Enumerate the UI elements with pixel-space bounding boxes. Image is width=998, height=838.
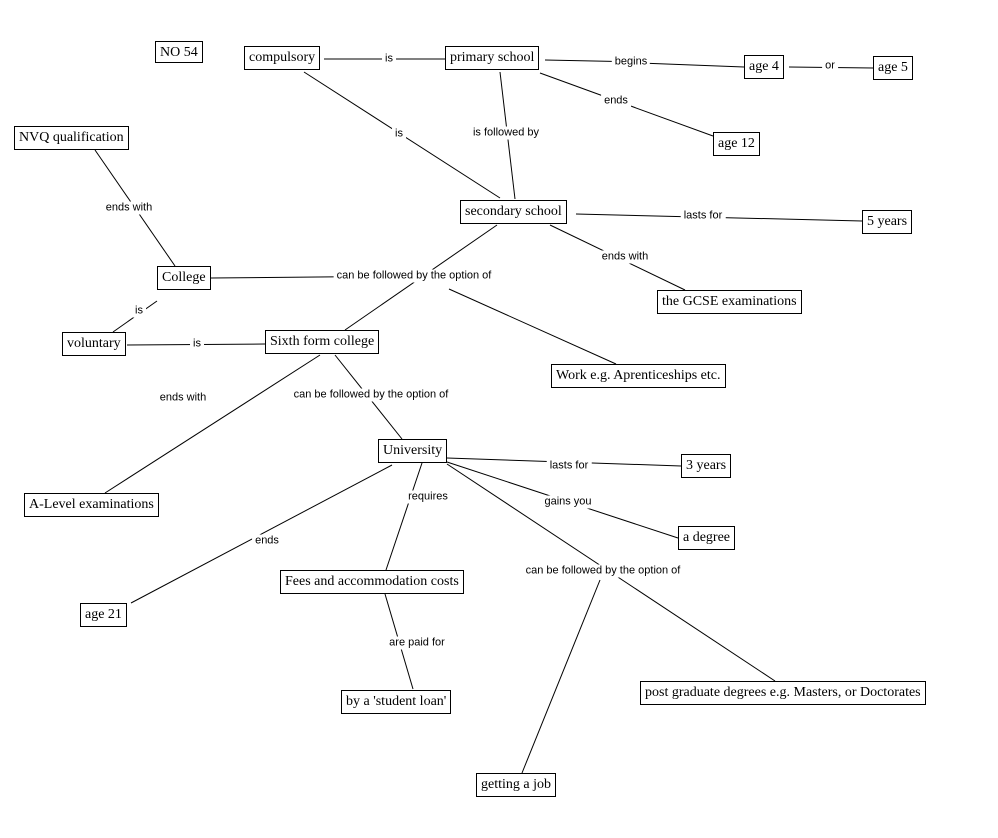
node-student-loan[interactable]: by a 'student loan' xyxy=(341,690,452,714)
node-5-years[interactable]: 5 years xyxy=(862,210,913,234)
node-gcse[interactable]: the GCSE examinations xyxy=(657,290,802,314)
link-label[interactable]: ends xyxy=(252,534,282,548)
link-label[interactable]: is xyxy=(132,304,146,318)
connector-line xyxy=(521,579,601,774)
connector-line xyxy=(104,354,321,494)
link-label[interactable]: requires xyxy=(405,490,451,504)
node-a-level[interactable]: A-Level examinations xyxy=(24,493,159,517)
connector-line xyxy=(130,464,393,604)
connector-line xyxy=(448,288,617,365)
link-label[interactable]: or xyxy=(822,59,838,73)
node-age-12[interactable]: age 12 xyxy=(713,132,760,156)
node-compulsory[interactable]: compulsory xyxy=(244,46,321,70)
node-age-5[interactable]: age 5 xyxy=(873,56,913,80)
link-label[interactable]: lasts for xyxy=(546,459,592,473)
link-label[interactable]: can be followed by the option of xyxy=(522,564,684,578)
link-label[interactable]: begins xyxy=(611,55,651,69)
node-fees[interactable]: Fees and accommodation costs xyxy=(280,570,464,594)
node-3-years[interactable]: 3 years xyxy=(681,454,732,478)
node-university[interactable]: University xyxy=(378,439,448,463)
node-getting-a-job[interactable]: getting a job xyxy=(476,773,556,797)
node-sixth-form-college[interactable]: Sixth form college xyxy=(265,330,380,354)
link-label[interactable]: can be followed by the option of xyxy=(333,269,495,283)
link-label[interactable]: can be followed by the option of xyxy=(290,388,452,402)
link-label[interactable]: ends with xyxy=(598,250,652,264)
connector-line xyxy=(385,462,423,571)
link-label[interactable]: is xyxy=(382,52,396,66)
node-college[interactable]: College xyxy=(157,266,211,290)
node-secondary-school[interactable]: secondary school xyxy=(460,200,567,224)
node-postgrad[interactable]: post graduate degrees e.g. Masters, or D… xyxy=(640,681,926,705)
link-label[interactable]: are paid for xyxy=(386,636,448,650)
node-primary-school[interactable]: primary school xyxy=(445,46,540,70)
link-label[interactable]: lasts for xyxy=(680,209,726,223)
link-label[interactable]: is xyxy=(190,337,204,351)
link-label[interactable]: is followed by xyxy=(469,126,543,140)
node-voluntary[interactable]: voluntary xyxy=(62,332,126,356)
link-label[interactable]: gains you xyxy=(541,495,595,509)
node-age-4[interactable]: age 4 xyxy=(744,55,784,79)
node-work[interactable]: Work e.g. Aprenticeships etc. xyxy=(551,364,726,388)
link-label[interactable]: ends with xyxy=(156,391,210,405)
connector-line xyxy=(639,62,745,68)
link-label[interactable]: ends with xyxy=(102,201,156,215)
link-label[interactable]: is xyxy=(392,127,406,141)
node-nvq-qualification[interactable]: NVQ qualification xyxy=(14,126,129,150)
node-age-21[interactable]: age 21 xyxy=(80,603,127,627)
map-number-badge: NO 54 xyxy=(155,41,203,63)
node-a-degree[interactable]: a degree xyxy=(678,526,736,550)
link-label[interactable]: ends xyxy=(601,94,631,108)
